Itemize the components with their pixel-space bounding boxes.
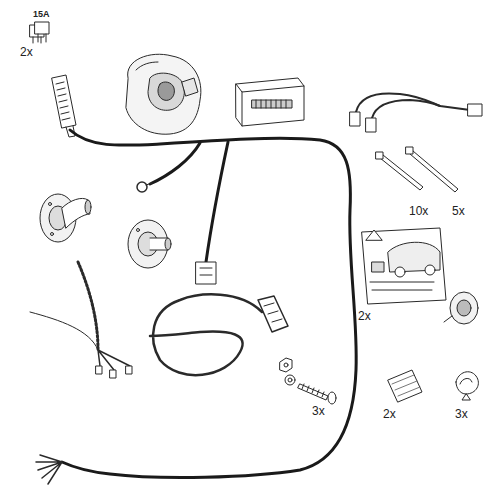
rubber-grommet (444, 292, 478, 324)
quantity-label: 3x (455, 408, 468, 420)
quantity-label: 2x (383, 408, 396, 420)
round-grommet (128, 220, 171, 268)
loose-wire-ends (36, 455, 62, 484)
quantity-label: 3x (312, 405, 325, 417)
adapter-lead (350, 93, 482, 132)
fuse-rating: 15A (33, 10, 50, 19)
ring-terminal (137, 182, 152, 192)
cable-tie (376, 147, 458, 192)
quantity-label: 2x (20, 46, 33, 58)
harness-cable (62, 130, 356, 477)
cable-clip (456, 372, 478, 400)
quantity-label: 5x (452, 205, 465, 217)
braided-lead (30, 262, 132, 378)
flange-grommet (40, 194, 91, 242)
control-module (236, 78, 304, 126)
quantity-label: 2x (358, 310, 371, 322)
harness-plug (52, 75, 76, 137)
instruction-manual (362, 228, 446, 304)
extension-cable (150, 294, 288, 375)
quantity-label: 10x (409, 205, 428, 217)
towbar-socket (126, 54, 201, 134)
adhesive-tape (388, 370, 422, 402)
branch-connector (196, 262, 216, 284)
screw-set (280, 358, 336, 404)
fuse (30, 22, 49, 43)
